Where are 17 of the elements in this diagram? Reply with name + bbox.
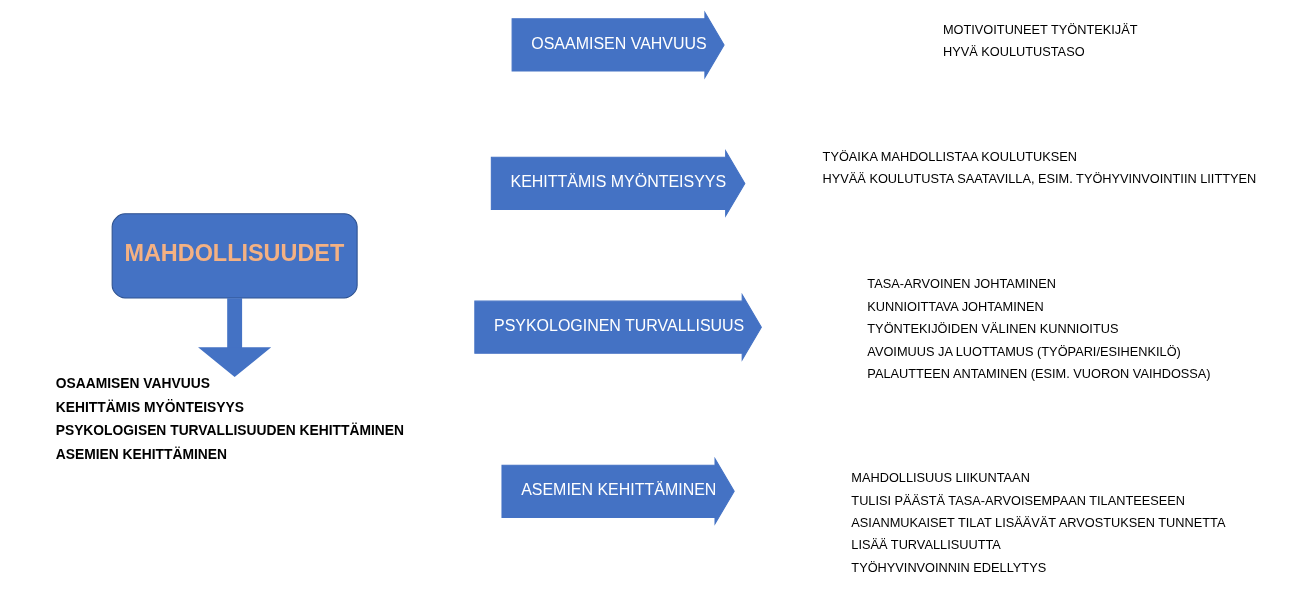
- node-label: TYÖNTEKIJÖIDEN VÄLINEN KUNNIOITUS: [866, 321, 1118, 337]
- node-label: AVOIMUUS JA LUOTTAMUS (TYÖPARI/ESIHENKILÖ): [866, 343, 1181, 359]
- node-label: TYÖHYVINVOINNIN EDELLYTYS: [850, 559, 1046, 575]
- node-label: TYÖAIKA MAHDOLLISTAA KOULUTUKSEN: [822, 148, 1077, 164]
- node-label: PALAUTTEEN ANTAMINEN (ESIM. VUORON VAIHDOSSA): [866, 365, 1211, 381]
- node-label: TASA-ARVOINEN JOHTAMINEN: [866, 276, 1056, 292]
- node-label: MAHDOLLISUUS LIIKUNTAAN: [850, 470, 1030, 486]
- node-label: MOTIVOITUNEET TYÖNTEKIJÄT: [942, 21, 1138, 37]
- node-label: TULISI PÄÄSTÄ TASA-ARVOISEMPAAN TILANTEESEEN: [850, 492, 1185, 508]
- node-label: KUNNIOITTAVA JOHTAMINEN: [866, 298, 1044, 314]
- arrow: [197, 298, 271, 378]
- node-label: HYVÄ KOULUTUSTASO: [942, 44, 1085, 60]
- node-box: MAHDOLLISUUDET: [111, 213, 358, 299]
- node-text: OSAAMISEN VAHVUUS KEHITTÄMIS MYÖNTEISYYS PSYKOLOGISEN TURVALLISUUDEN KEHITTÄMINEN ASEMIEN KEHITTÄMINEN: [55, 375, 404, 462]
- node-label: LISÄÄ TURVALLISUUTTA: [850, 537, 1001, 553]
- node-label: HYVÄÄ KOULUTUSTA SAATAVILLA, ESIM. TYÖHYVINVOINTIIN LIITTYEN: [822, 171, 1256, 187]
- node-label: ASIANMUKAISET TILAT LISÄÄVÄT ARVOSTUKSEN TUNNETTA: [850, 515, 1225, 531]
